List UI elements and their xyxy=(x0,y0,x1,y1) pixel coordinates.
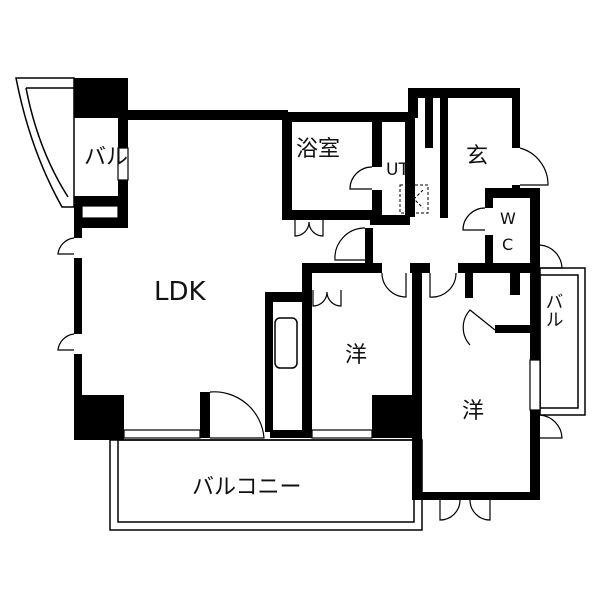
kitchen-sink xyxy=(274,317,298,369)
room-label-toilet-w: W xyxy=(500,209,516,228)
washer-cross xyxy=(404,189,424,209)
window xyxy=(117,147,129,181)
right-balcony-rail xyxy=(539,274,579,409)
window xyxy=(123,429,201,439)
room-label-utility: UT xyxy=(386,160,409,180)
room-label-western-1: 洋 xyxy=(345,343,367,368)
window xyxy=(529,359,541,411)
doors[interactable] xyxy=(57,147,563,521)
room-label-bathroom: 浴室 xyxy=(296,137,340,162)
room-label-western-2: 洋 xyxy=(462,399,484,424)
main-balcony-rail xyxy=(117,439,415,523)
room-label-balcony-left: バル xyxy=(84,145,128,170)
left-balcony-outline xyxy=(15,77,75,208)
walls xyxy=(74,78,540,500)
washer-space-icon xyxy=(399,184,429,214)
room-label-balcony-main: バルコニー xyxy=(192,475,302,500)
room-label-toilet-c: C xyxy=(502,235,513,254)
room-label-ldk: LDK xyxy=(154,277,207,307)
room-label-balcony-right: バル xyxy=(543,292,564,328)
left-balcony-inner-rail xyxy=(25,87,74,198)
room-label-entrance: 玄 xyxy=(466,144,488,169)
window xyxy=(81,205,119,219)
window xyxy=(311,429,373,439)
